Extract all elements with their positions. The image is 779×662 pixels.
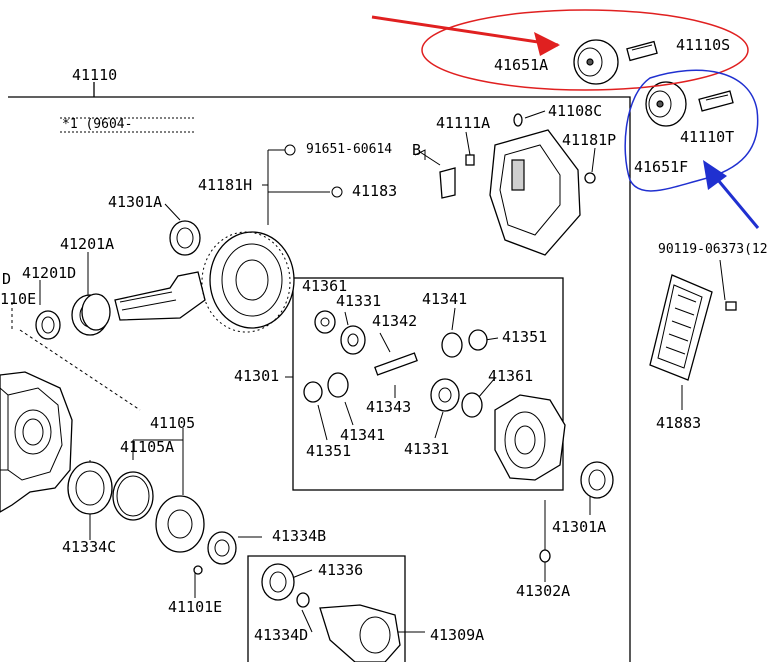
part-label-41361-upper: 41361 [302, 277, 348, 295]
note-label-9604: *1 (9604- [62, 117, 133, 132]
part-label-41181P: 41181P [562, 131, 617, 149]
oil-strainer-plate [649, 274, 713, 381]
part-label-41334C: 41334C [62, 538, 117, 556]
part-label-110E: 110E [0, 290, 37, 308]
drive-pinion-group [35, 220, 206, 340]
part-label-41336: 41336 [318, 561, 364, 579]
part-label-41201D: 41201D [22, 264, 77, 282]
main-frame [8, 82, 631, 662]
differential-subassembly-box [292, 277, 564, 491]
part-label-41101E: 41101E [168, 598, 223, 616]
part-label-41331-lower: 41331 [404, 440, 450, 458]
part-label-41343: 41343 [366, 398, 412, 416]
part-label-41105A: 41105A [120, 438, 175, 456]
part-label-41110S: 41110S [676, 36, 731, 54]
lower-subassembly-box [247, 555, 406, 662]
part-label-41110T: 41110T [680, 128, 735, 146]
part-label-41651F: 41651F [634, 158, 689, 176]
part-label-41301: 41301 [234, 367, 280, 385]
part-label-41331-upper: 41331 [336, 292, 382, 310]
label-d: D [2, 270, 12, 288]
part-label-90119-06373: 90119-06373(12 [658, 242, 768, 257]
part-label-41301A-top: 41301A [108, 193, 163, 211]
label-b: B [412, 141, 422, 159]
part-label-41351-upper: 41351 [502, 328, 548, 346]
part-label-41181H: 41181H [198, 176, 253, 194]
caps-and-bolts [573, 39, 737, 311]
part-label-41341-lower: 41341 [340, 426, 386, 444]
leader-lines [11, 110, 726, 633]
part-label-41351-lower: 41351 [306, 442, 352, 460]
side-bearing-parts [67, 461, 614, 662]
part-label-41361-lower: 41361 [488, 367, 534, 385]
ring-gear [201, 231, 295, 333]
part-label-41201A: 41201A [60, 235, 115, 253]
part-label-41334D: 41334D [254, 626, 309, 644]
differential-internals [303, 310, 566, 481]
differential-cover [284, 113, 596, 256]
red-highlight-annotation [371, 9, 749, 91]
differential-carrier-housing [0, 371, 73, 513]
part-label-41105: 41105 [150, 414, 196, 432]
part-label-41342: 41342 [372, 312, 418, 330]
part-label-41302A: 41302A [516, 582, 571, 600]
part-label-41183: 41183 [352, 182, 398, 200]
part-label-41301A-bottom: 41301A [552, 518, 607, 536]
part-label-41341-upper: 41341 [422, 290, 468, 308]
part-label-41108C: 41108C [548, 102, 603, 120]
part-label-41651A: 41651A [494, 56, 549, 74]
blue-highlight-annotation [624, 69, 760, 229]
part-label-91651-60614: 91651-60614 [306, 142, 393, 157]
part-label-41110: 41110 [72, 66, 118, 84]
part-label-41883: 41883 [656, 414, 702, 432]
part-label-41309A: 41309A [430, 626, 485, 644]
part-label-41334B: 41334B [272, 527, 327, 545]
part-label-41111A: 41111A [436, 114, 491, 132]
